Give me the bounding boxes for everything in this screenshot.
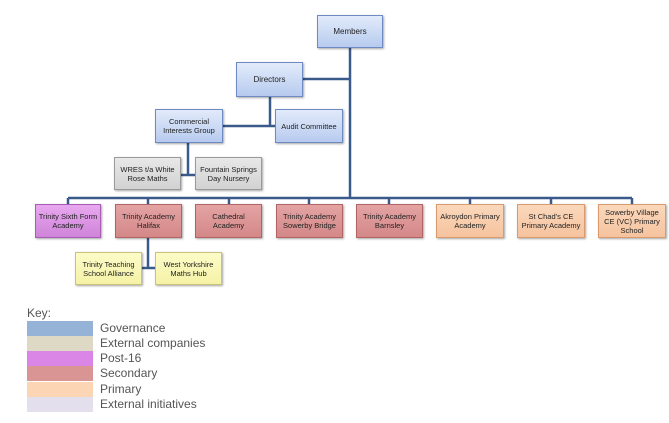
- audit-committee-label: Audit Committee: [281, 121, 337, 131]
- wres-label: WRES t/a White Rose Maths: [120, 164, 175, 183]
- fountain-springs-label: Fountain Springs Day Nursery: [200, 164, 257, 183]
- key-label: Post-16: [100, 351, 142, 365]
- sowerby-bridge-box: Trinity Academy Sowerby Bridge: [276, 204, 343, 238]
- governance-swatch: [27, 321, 93, 336]
- key-label: Secondary: [100, 366, 158, 380]
- st-chads-label: St Chad’s CE Primary Academy: [521, 212, 581, 230]
- sixth-form-box: Trinity Sixth Form Academy: [35, 204, 101, 238]
- key-label: Primary: [100, 382, 142, 396]
- sowerby-bridge-label: Trinity Academy Sowerby Bridge: [282, 212, 337, 230]
- akroydon-box: Akroydon Primary Academy: [436, 204, 504, 238]
- key-item-external-companies: External companies: [27, 336, 327, 351]
- directors-label: Directors: [253, 75, 286, 84]
- akroydon-label: Akroydon Primary Academy: [440, 212, 500, 230]
- commercial-interests-box: Commercial Interests Group: [155, 109, 223, 143]
- barnsley-label: Trinity Academy Barnsley: [362, 212, 417, 230]
- key-title: Key:: [27, 306, 52, 320]
- cathedral-label: Cathedral Academy: [212, 212, 245, 230]
- primary-swatch: [27, 382, 93, 397]
- members-label: Members: [333, 27, 367, 36]
- directors-box: Directors: [236, 62, 303, 97]
- maths-hub-label: West Yorkshire Maths Hub: [163, 259, 214, 278]
- key-label: External companies: [100, 336, 206, 350]
- sowerby-village-label: Sowerby Village CE (VC) Primary School: [604, 207, 660, 235]
- sixth-form-label: Trinity Sixth Form Academy: [38, 212, 98, 230]
- key-item-governance: Governance: [27, 321, 327, 336]
- external-initiatives-swatch: [27, 397, 93, 412]
- sowerby-village-box: Sowerby Village CE (VC) Primary School: [598, 204, 666, 238]
- external-companies-swatch: [27, 336, 93, 351]
- halifax-label: Trinity Academy Halifax: [121, 212, 176, 230]
- key-label: External initiatives: [100, 397, 197, 411]
- barnsley-box: Trinity Academy Barnsley: [356, 204, 423, 238]
- secondary-swatch: [27, 366, 93, 381]
- wres-box: WRES t/a White Rose Maths: [114, 157, 181, 190]
- teaching-alliance-box: Trinity Teaching School Alliance: [75, 252, 142, 285]
- members-box: Members: [317, 15, 383, 48]
- post-16-swatch: [27, 351, 93, 366]
- fountain-springs-box: Fountain Springs Day Nursery: [195, 157, 262, 190]
- commercial-interests-label: Commercial Interests Group: [163, 117, 215, 135]
- key-item-external-initiatives: External initiatives: [27, 397, 327, 412]
- halifax-box: Trinity Academy Halifax: [115, 204, 182, 238]
- key-item-post-16: Post-16: [27, 351, 327, 366]
- cathedral-box: Cathedral Academy: [195, 204, 262, 238]
- key-item-secondary: Secondary: [27, 366, 327, 381]
- audit-committee-box: Audit Committee: [275, 109, 343, 143]
- teaching-alliance-label: Trinity Teaching School Alliance: [82, 259, 135, 278]
- st-chads-box: St Chad’s CE Primary Academy: [517, 204, 585, 238]
- key-item-primary: Primary: [27, 382, 327, 397]
- key-label: Governance: [100, 321, 166, 335]
- maths-hub-box: West Yorkshire Maths Hub: [155, 252, 222, 285]
